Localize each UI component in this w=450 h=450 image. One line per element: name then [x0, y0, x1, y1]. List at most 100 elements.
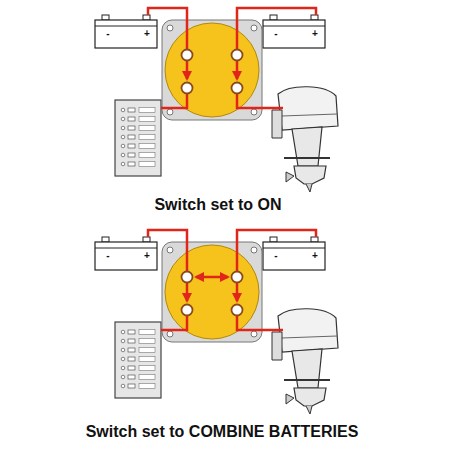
mount-hole — [251, 247, 257, 253]
battery-post — [270, 15, 277, 20]
panel-plate — [115, 322, 161, 398]
switch-knob — [165, 245, 259, 339]
panel-label — [139, 108, 155, 113]
mount-hole — [167, 331, 173, 337]
combine-arrow — [196, 276, 228, 279]
panel-led — [121, 126, 125, 130]
panel-led — [121, 357, 125, 361]
power-wire — [148, 230, 187, 272]
panel-plate — [115, 100, 161, 176]
motor-skeg — [306, 406, 312, 414]
battery-plus: + — [144, 251, 150, 261]
power-wire — [161, 315, 187, 330]
terminal — [232, 83, 243, 94]
motor-band — [282, 336, 337, 338]
power-wire — [237, 315, 283, 330]
battery-lid — [95, 248, 157, 249]
panel-toggle — [128, 162, 135, 166]
panel-led — [121, 330, 125, 334]
panel-led — [121, 135, 125, 139]
mount-hole — [251, 109, 257, 115]
switch-base — [162, 20, 262, 120]
terminal — [182, 272, 193, 283]
panel-label — [139, 117, 155, 122]
mount-hole — [251, 25, 257, 31]
panel-label — [139, 348, 155, 353]
power-wire — [148, 8, 187, 50]
terminal — [232, 272, 243, 283]
panel-caption: Switch set to COMBINE BATTERIES — [86, 424, 359, 440]
panel-label — [139, 339, 155, 344]
battery — [263, 15, 325, 48]
panel-label — [139, 162, 155, 167]
motor-propeller — [286, 172, 294, 182]
power-wire — [237, 230, 316, 272]
battery-lid — [95, 26, 157, 27]
terminal — [232, 50, 243, 61]
panel-led — [121, 348, 125, 352]
panel-toggle — [128, 339, 135, 343]
battery-post — [311, 15, 318, 20]
motor-propeller — [286, 394, 294, 404]
panel-led — [121, 144, 125, 148]
battery — [95, 237, 157, 270]
battery-lid — [263, 248, 325, 249]
battery-body — [263, 20, 325, 48]
battery-post — [143, 237, 150, 242]
motor-cowling — [278, 309, 338, 352]
motor-lower-unit — [294, 388, 326, 406]
switch-panel — [115, 322, 161, 398]
motor-bracket — [272, 110, 282, 138]
battery-minus: - — [274, 251, 277, 261]
panel-led — [121, 108, 125, 112]
panel-toggle — [128, 375, 135, 379]
current-arrow — [236, 283, 239, 301]
panel-led — [121, 384, 125, 388]
on-scene — [95, 8, 338, 192]
panel-led — [121, 339, 125, 343]
panel-toggle — [128, 330, 135, 334]
battery-minus: - — [106, 29, 109, 39]
panel-caption: Switch set to ON — [154, 197, 281, 213]
panel-label — [139, 330, 155, 335]
outboard-motor — [272, 87, 338, 192]
current-arrow — [186, 283, 189, 301]
motor-cowling — [278, 87, 338, 130]
terminal — [232, 305, 243, 316]
current-arrow — [236, 61, 239, 79]
switch-base — [162, 242, 262, 342]
battery — [263, 237, 325, 270]
terminal — [182, 50, 193, 61]
battery-post — [270, 237, 277, 242]
panel-led — [121, 375, 125, 379]
battery-post — [311, 237, 318, 242]
switch-knob — [165, 23, 259, 117]
battery-plus: + — [312, 251, 318, 261]
battery-plus: + — [312, 29, 318, 39]
motor-lower-unit — [294, 166, 326, 184]
battery-post — [102, 15, 109, 20]
panel-toggle — [128, 135, 135, 139]
panel-led — [121, 366, 125, 370]
panel-label — [139, 144, 155, 149]
battery-body — [263, 242, 325, 270]
panel-toggle — [128, 108, 135, 112]
battery-plus: + — [144, 29, 150, 39]
panel-label — [139, 126, 155, 131]
mount-hole — [167, 25, 173, 31]
panel-label — [139, 384, 155, 389]
battery-minus: - — [106, 251, 109, 261]
motor-plate — [284, 157, 330, 159]
panel-label — [139, 357, 155, 362]
panel-led — [121, 162, 125, 166]
switch-panel — [115, 100, 161, 176]
motor-bracket — [272, 332, 282, 360]
terminal — [182, 305, 193, 316]
combine-scene — [95, 230, 338, 414]
motor-skeg — [306, 184, 312, 192]
panel-toggle — [128, 153, 135, 157]
panel-led — [121, 117, 125, 121]
mount-hole — [167, 247, 173, 253]
